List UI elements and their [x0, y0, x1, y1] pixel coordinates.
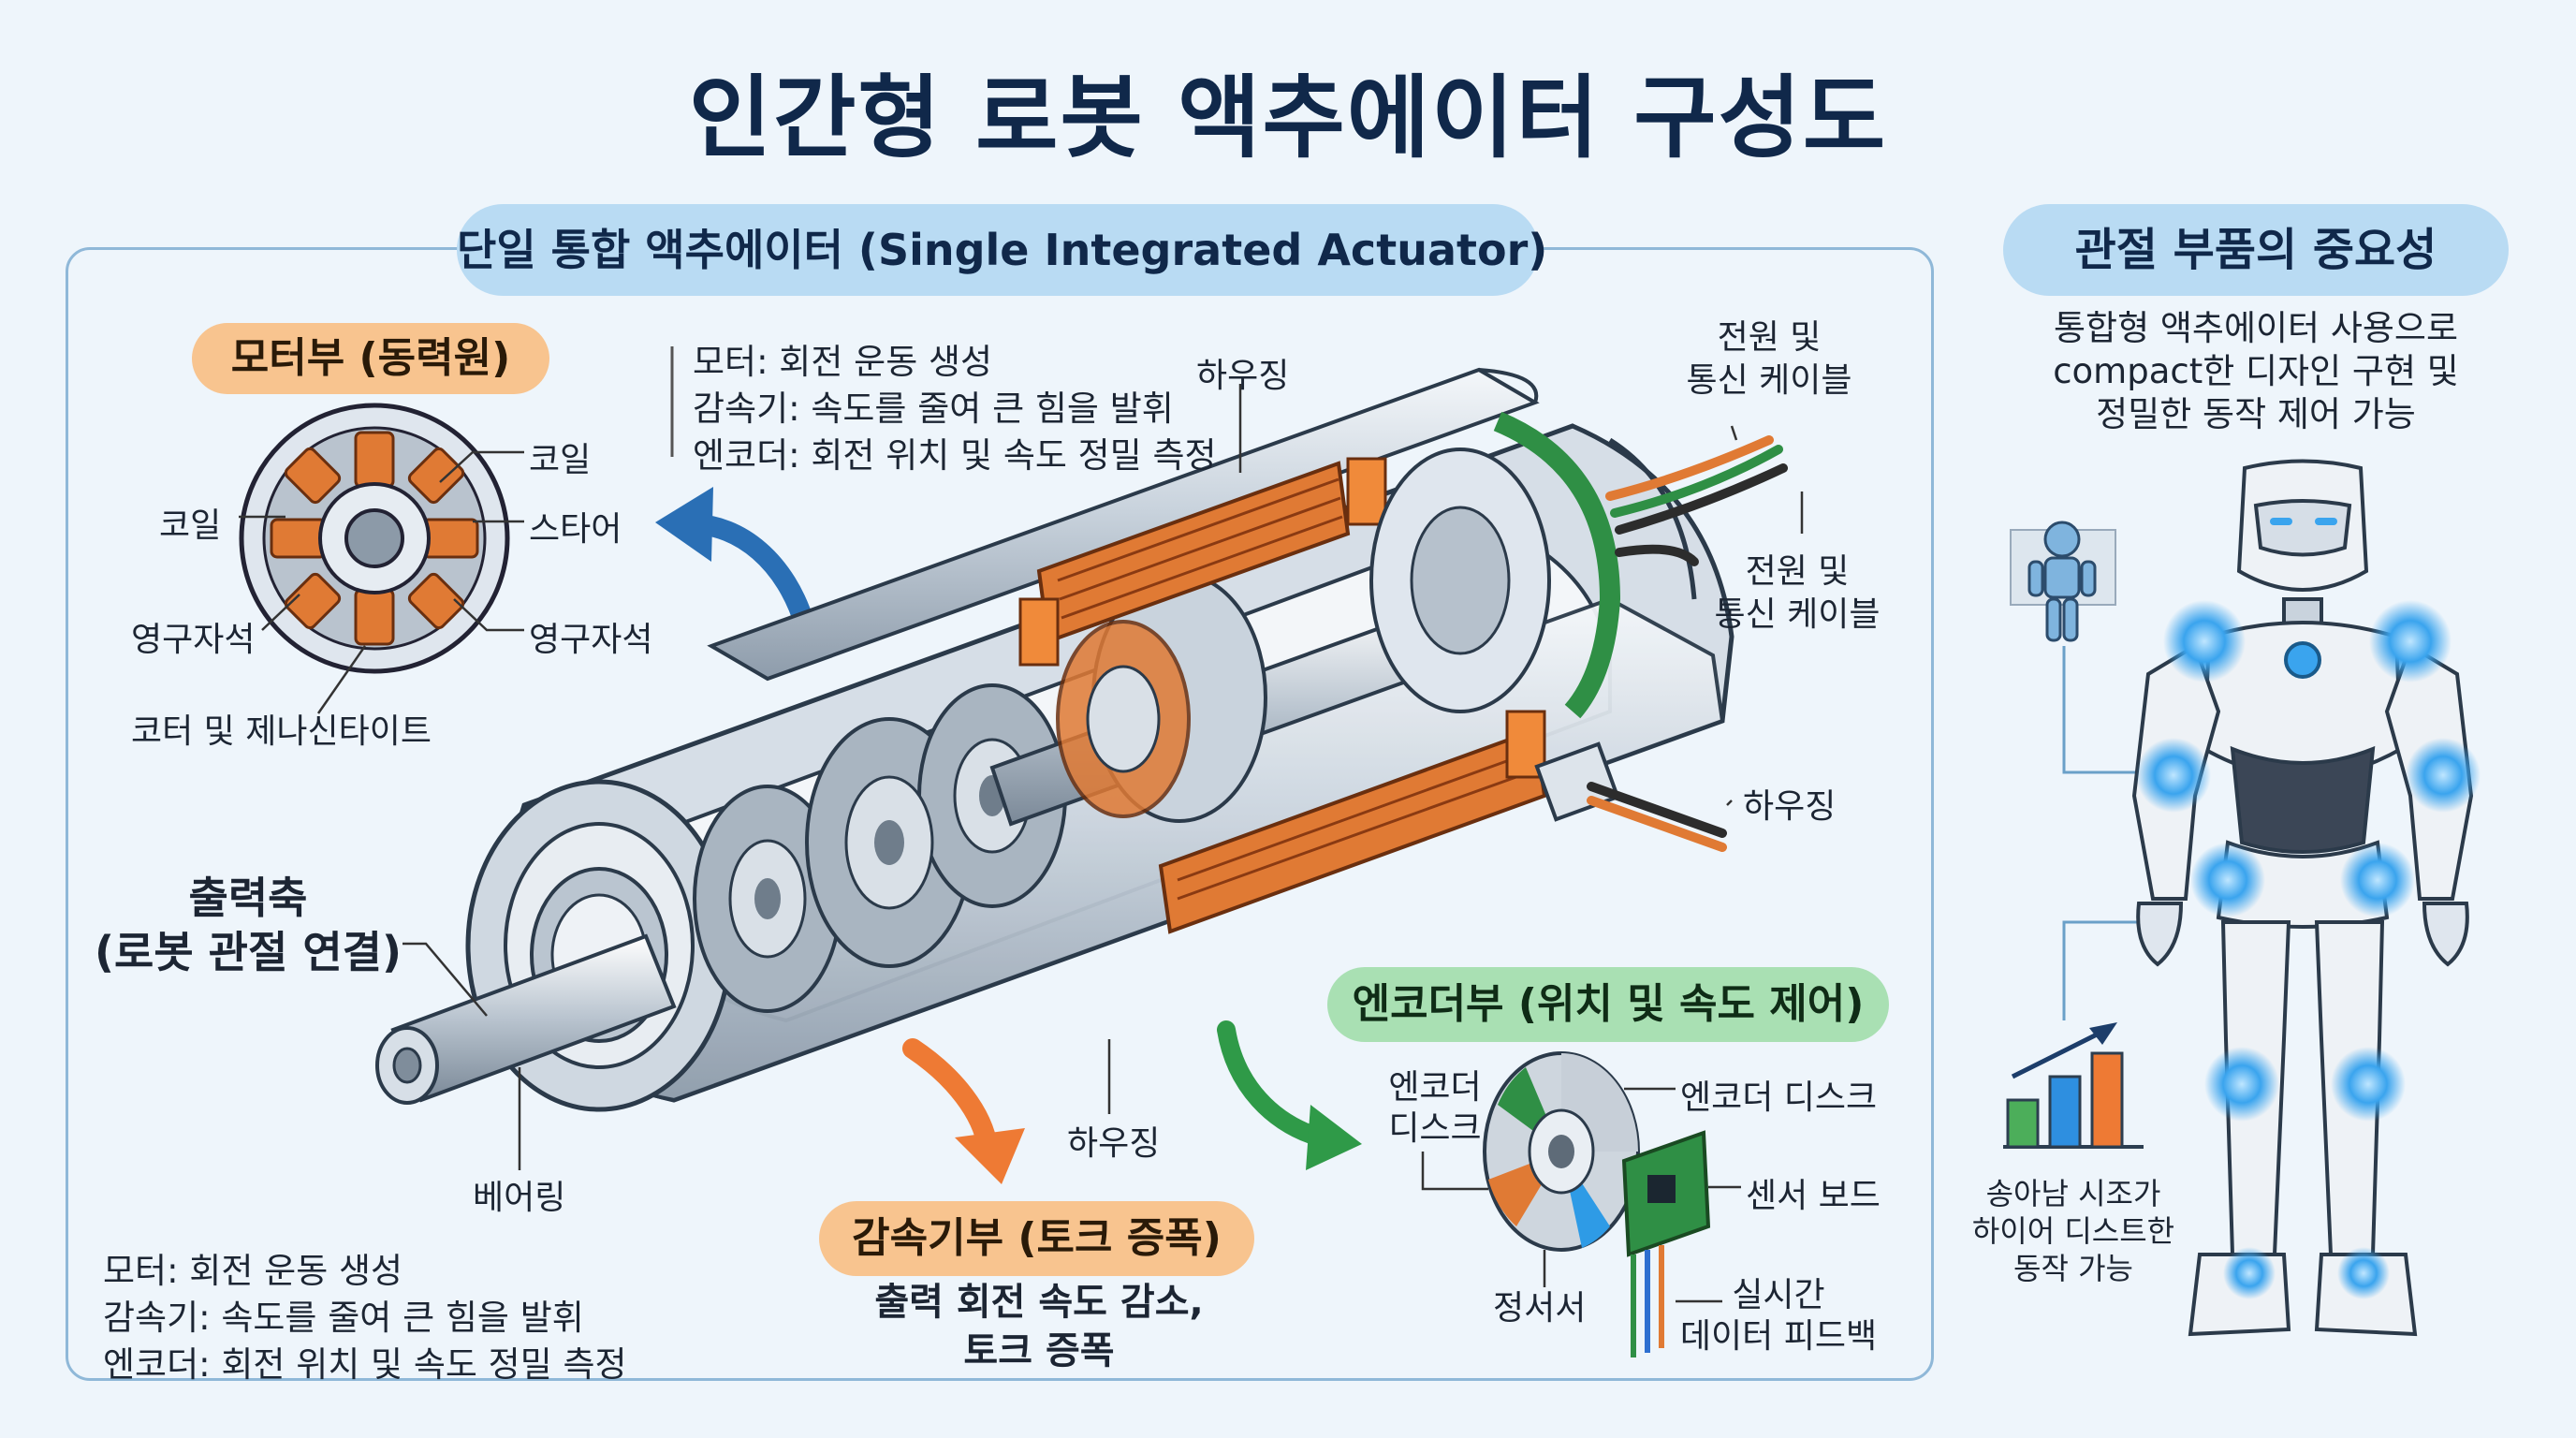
label-bearing: 베어링 [473, 1179, 566, 1217]
encoder-label-disk-left: 엔코더 디스크 [1388, 1068, 1482, 1148]
summary-bottom: 모터: 회전 운동 생성 감속기: 속도를 줄여 큰 힘을 발휘 엔코더: 회전… [103, 1248, 627, 1388]
motor-label-magnet-right: 영구자석 [529, 621, 653, 659]
encoder-label-sensor-board: 센서 보드 [1746, 1177, 1881, 1215]
importance-description: 통합형 액추에이터 사용으로 compact한 디자인 구현 및 정밀한 동작 … [2053, 308, 2459, 434]
small-robot-icon [2010, 521, 2116, 642]
motor-label-coil-right: 코일 [529, 441, 592, 479]
motor-label-core: 코터 및 제나신타이트 [131, 712, 432, 751]
summary-top-reducer: 감속기: 속도를 줄여 큰 힘을 발휘 [693, 389, 1174, 429]
encoder-label-feedback: 실시간 데이터 피드백 [1679, 1276, 1878, 1356]
motor-cross-section [239, 403, 510, 674]
label-housing-bottom: 하우징 [1067, 1124, 1161, 1163]
chart-caption: 송아남 시조가 하이어 디스트한 동작 가능 [1971, 1176, 2175, 1286]
motor-label-stator: 스타어 [529, 510, 622, 549]
motor-label-coil-left: 코일 [159, 506, 222, 545]
motor-heading: 모터부 (동력원) [192, 323, 549, 394]
growth-chart-icon [2003, 1022, 2144, 1149]
summary-bottom-reducer: 감속기: 속도를 줄여 큰 힘을 발휘 [103, 1298, 584, 1338]
encoder-label-disk-right: 엔코더 디스크 [1680, 1078, 1878, 1117]
label-output-shaft: 출력축 (로봇 관절 연결) [95, 873, 402, 977]
label-cable-mid: 전원 및 통신 케이블 [1714, 552, 1881, 634]
importance-heading: 관절 부품의 중요성 [2003, 204, 2509, 296]
summary-bottom-encoder: 엔코더: 회전 위치 및 속도 정밀 측정 [103, 1344, 627, 1385]
motor-label-magnet-left: 영구자석 [131, 621, 256, 659]
summary-bottom-motor: 모터: 회전 운동 생성 [103, 1251, 403, 1291]
main-panel-heading: 단일 통합 액추에이터 (Single Integrated Actuator) [457, 204, 1547, 296]
encoder-label-stator: 정서서 [1493, 1289, 1587, 1328]
actuator-body [375, 367, 1734, 1112]
summary-top: 모터: 회전 운동 생성 감속기: 속도를 줄여 큰 힘을 발휘 엔코더: 회전… [693, 339, 1217, 479]
reducer-heading: 감속기부 (토크 증폭) [819, 1201, 1254, 1276]
joint-glows [2136, 600, 2481, 1299]
encoder-heading: 엔코더부 (위치 및 속도 제어) [1327, 967, 1889, 1042]
label-housing-top: 하우징 [1196, 357, 1290, 395]
label-housing-right: 하우징 [1743, 787, 1837, 826]
cables [1587, 435, 1788, 852]
reducer-description: 출력 회전 속도 감소, 토크 증폭 [874, 1281, 1204, 1372]
label-cable-top: 전원 및 통신 케이블 [1686, 318, 1852, 400]
page-title: 인간형 로봇 액추에이터 구성도 [688, 66, 1888, 170]
encoder-disk [1483, 1051, 1711, 1357]
summary-top-motor: 모터: 회전 운동 생성 [693, 342, 993, 382]
summary-top-encoder: 엔코더: 회전 위치 및 속도 정밀 측정 [693, 435, 1217, 476]
